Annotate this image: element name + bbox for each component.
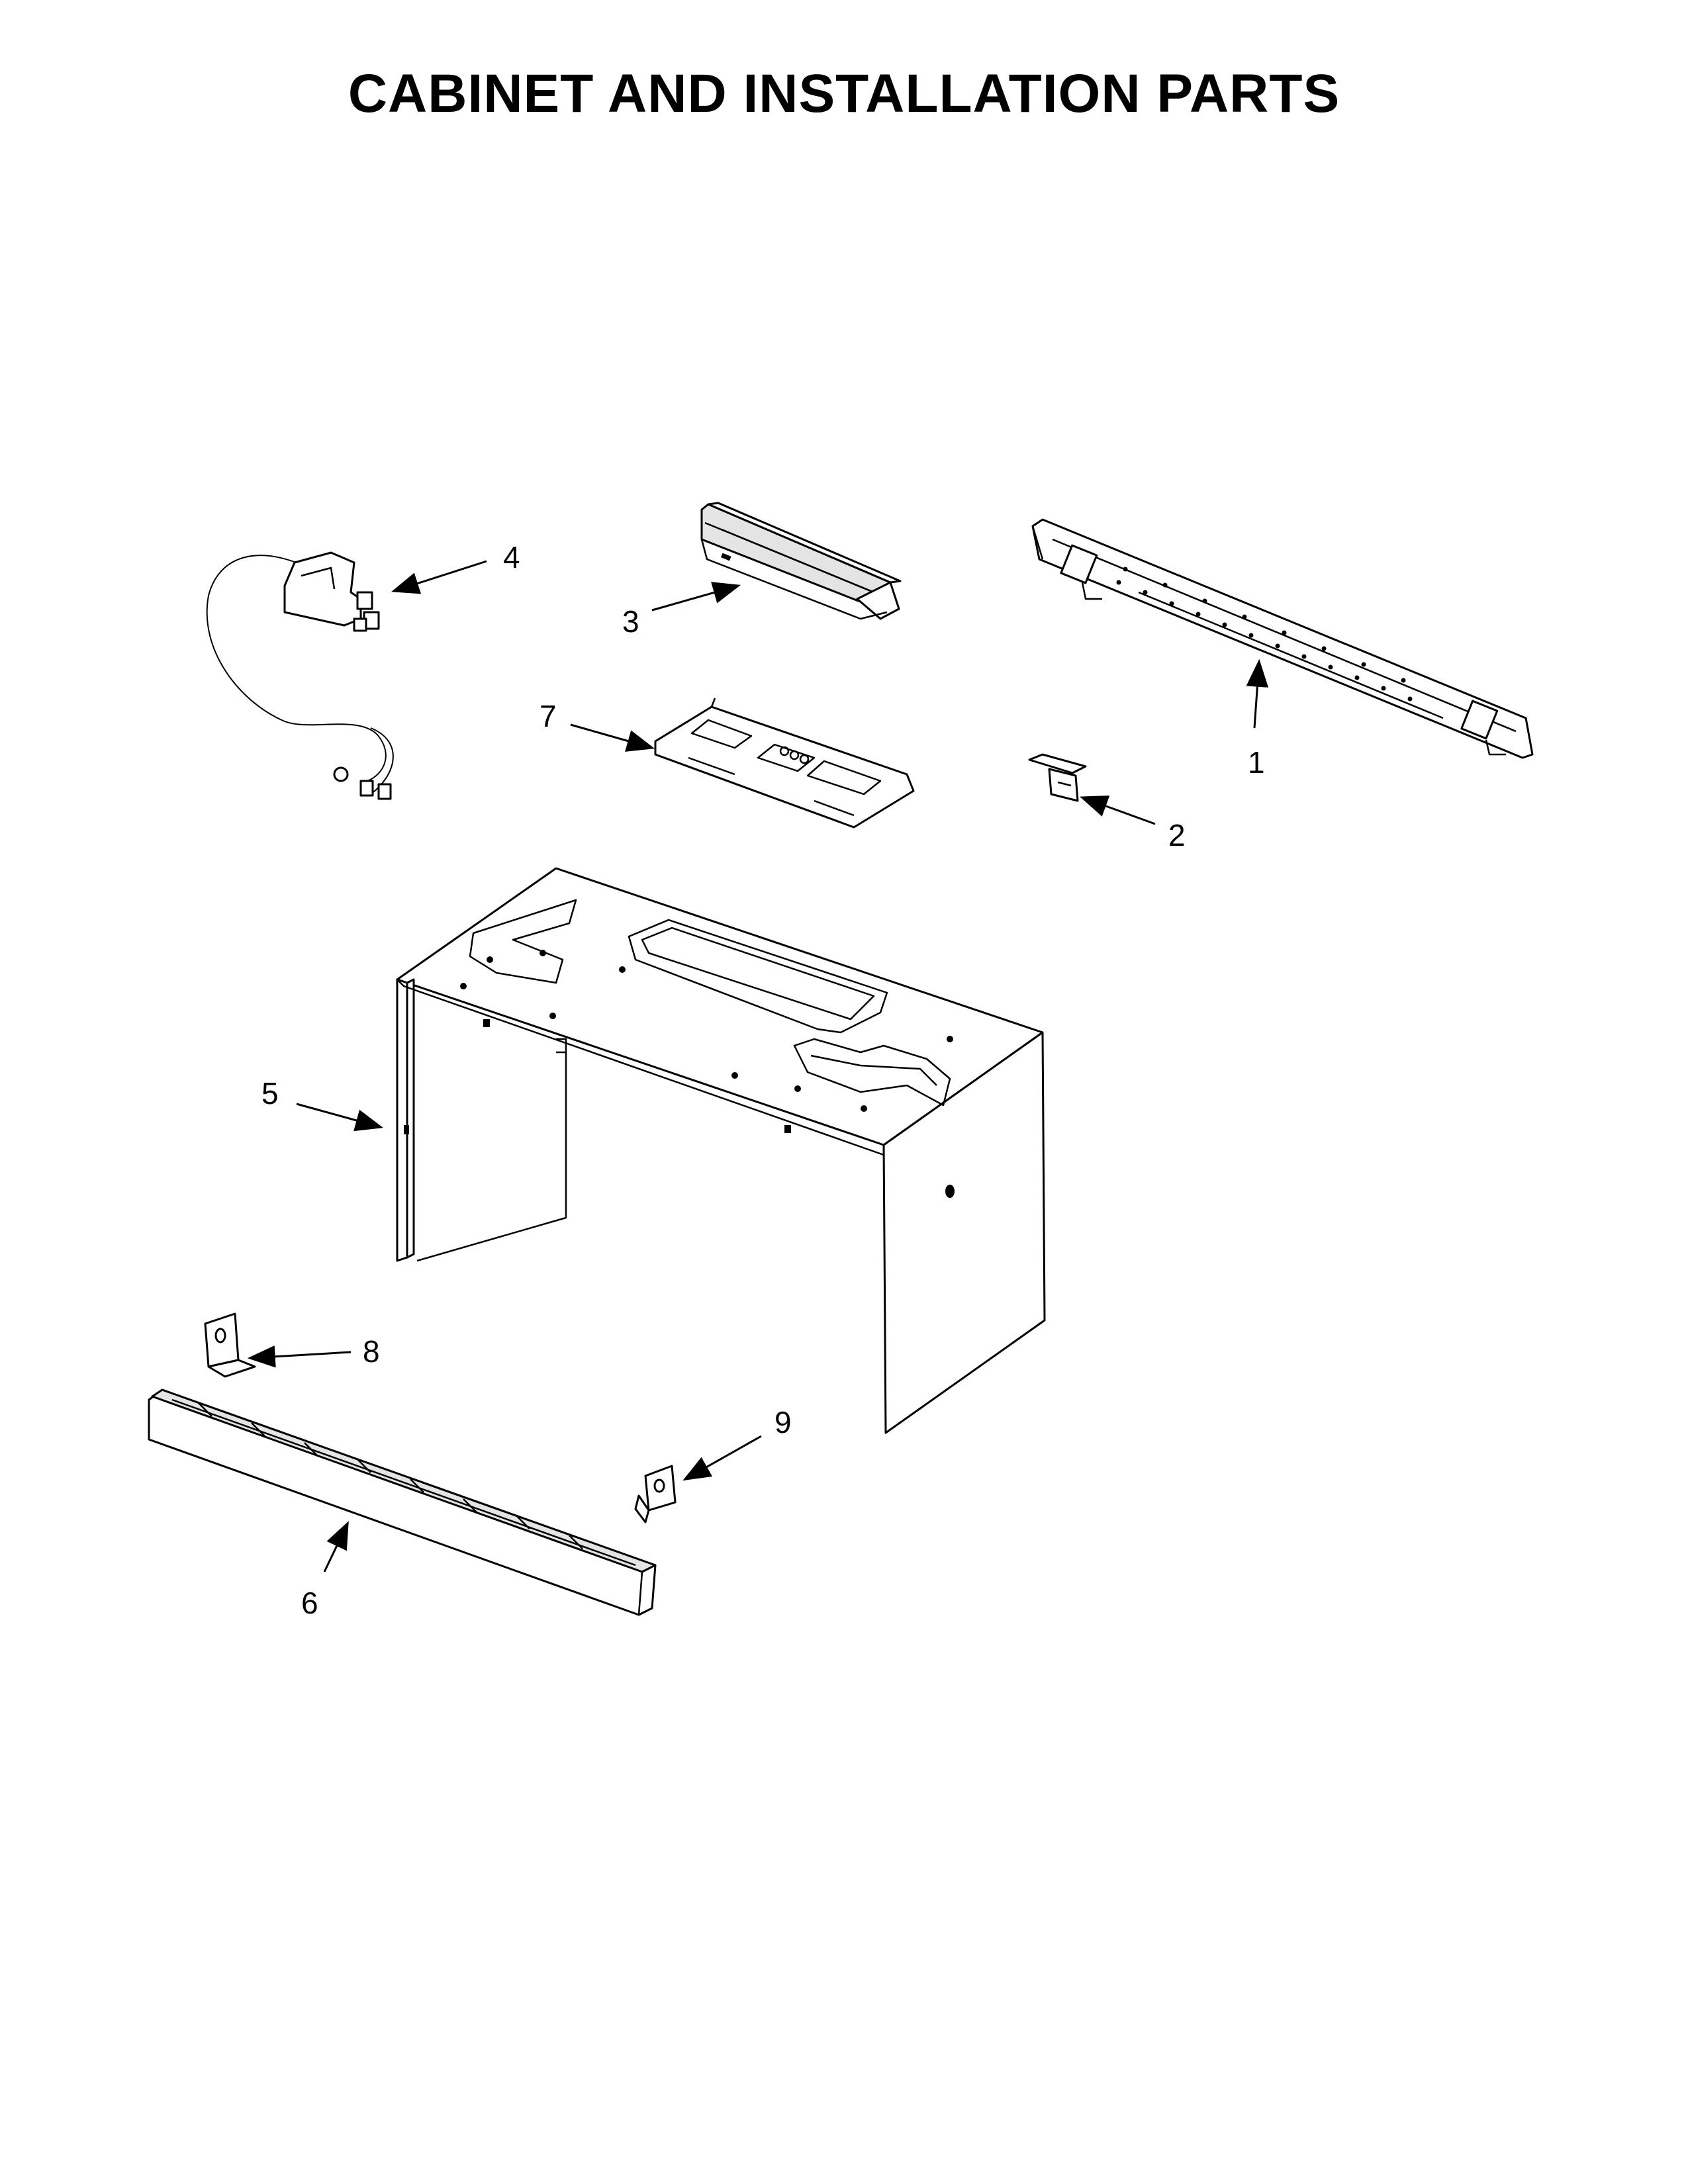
leader-9	[682, 1435, 762, 1481]
callout-1: 1	[1248, 745, 1265, 780]
callout-2: 2	[1168, 818, 1186, 852]
part-3-duct-piece	[700, 502, 902, 620]
part-5-cabinet	[396, 867, 1046, 1434]
leader-2	[1080, 796, 1156, 825]
callout-8: 8	[363, 1334, 380, 1369]
part-4-power-cord	[206, 551, 394, 800]
leader-6	[323, 1521, 349, 1572]
part-8-bracket	[204, 1312, 256, 1378]
callout-7: 7	[539, 699, 557, 733]
leader-1	[1246, 659, 1269, 729]
part-2-bracket	[1028, 753, 1087, 802]
leader-5	[296, 1103, 384, 1132]
leader-4	[391, 560, 487, 594]
leader-8	[247, 1345, 352, 1368]
callout-4: 4	[503, 540, 520, 574]
part-7-bracket-plate	[654, 698, 915, 829]
callout-6: 6	[301, 1586, 318, 1620]
leader-3	[651, 582, 741, 612]
page-title: CABINET AND INSTALLATION PARTS	[348, 64, 1340, 124]
callout-9: 9	[774, 1405, 792, 1439]
callout-3: 3	[622, 604, 639, 639]
callout-5: 5	[261, 1076, 279, 1111]
part-1-mounting-rail	[1031, 518, 1534, 759]
part-9-bracket	[634, 1465, 677, 1524]
part-6-front-trim	[148, 1388, 657, 1616]
leader-7	[570, 723, 655, 752]
